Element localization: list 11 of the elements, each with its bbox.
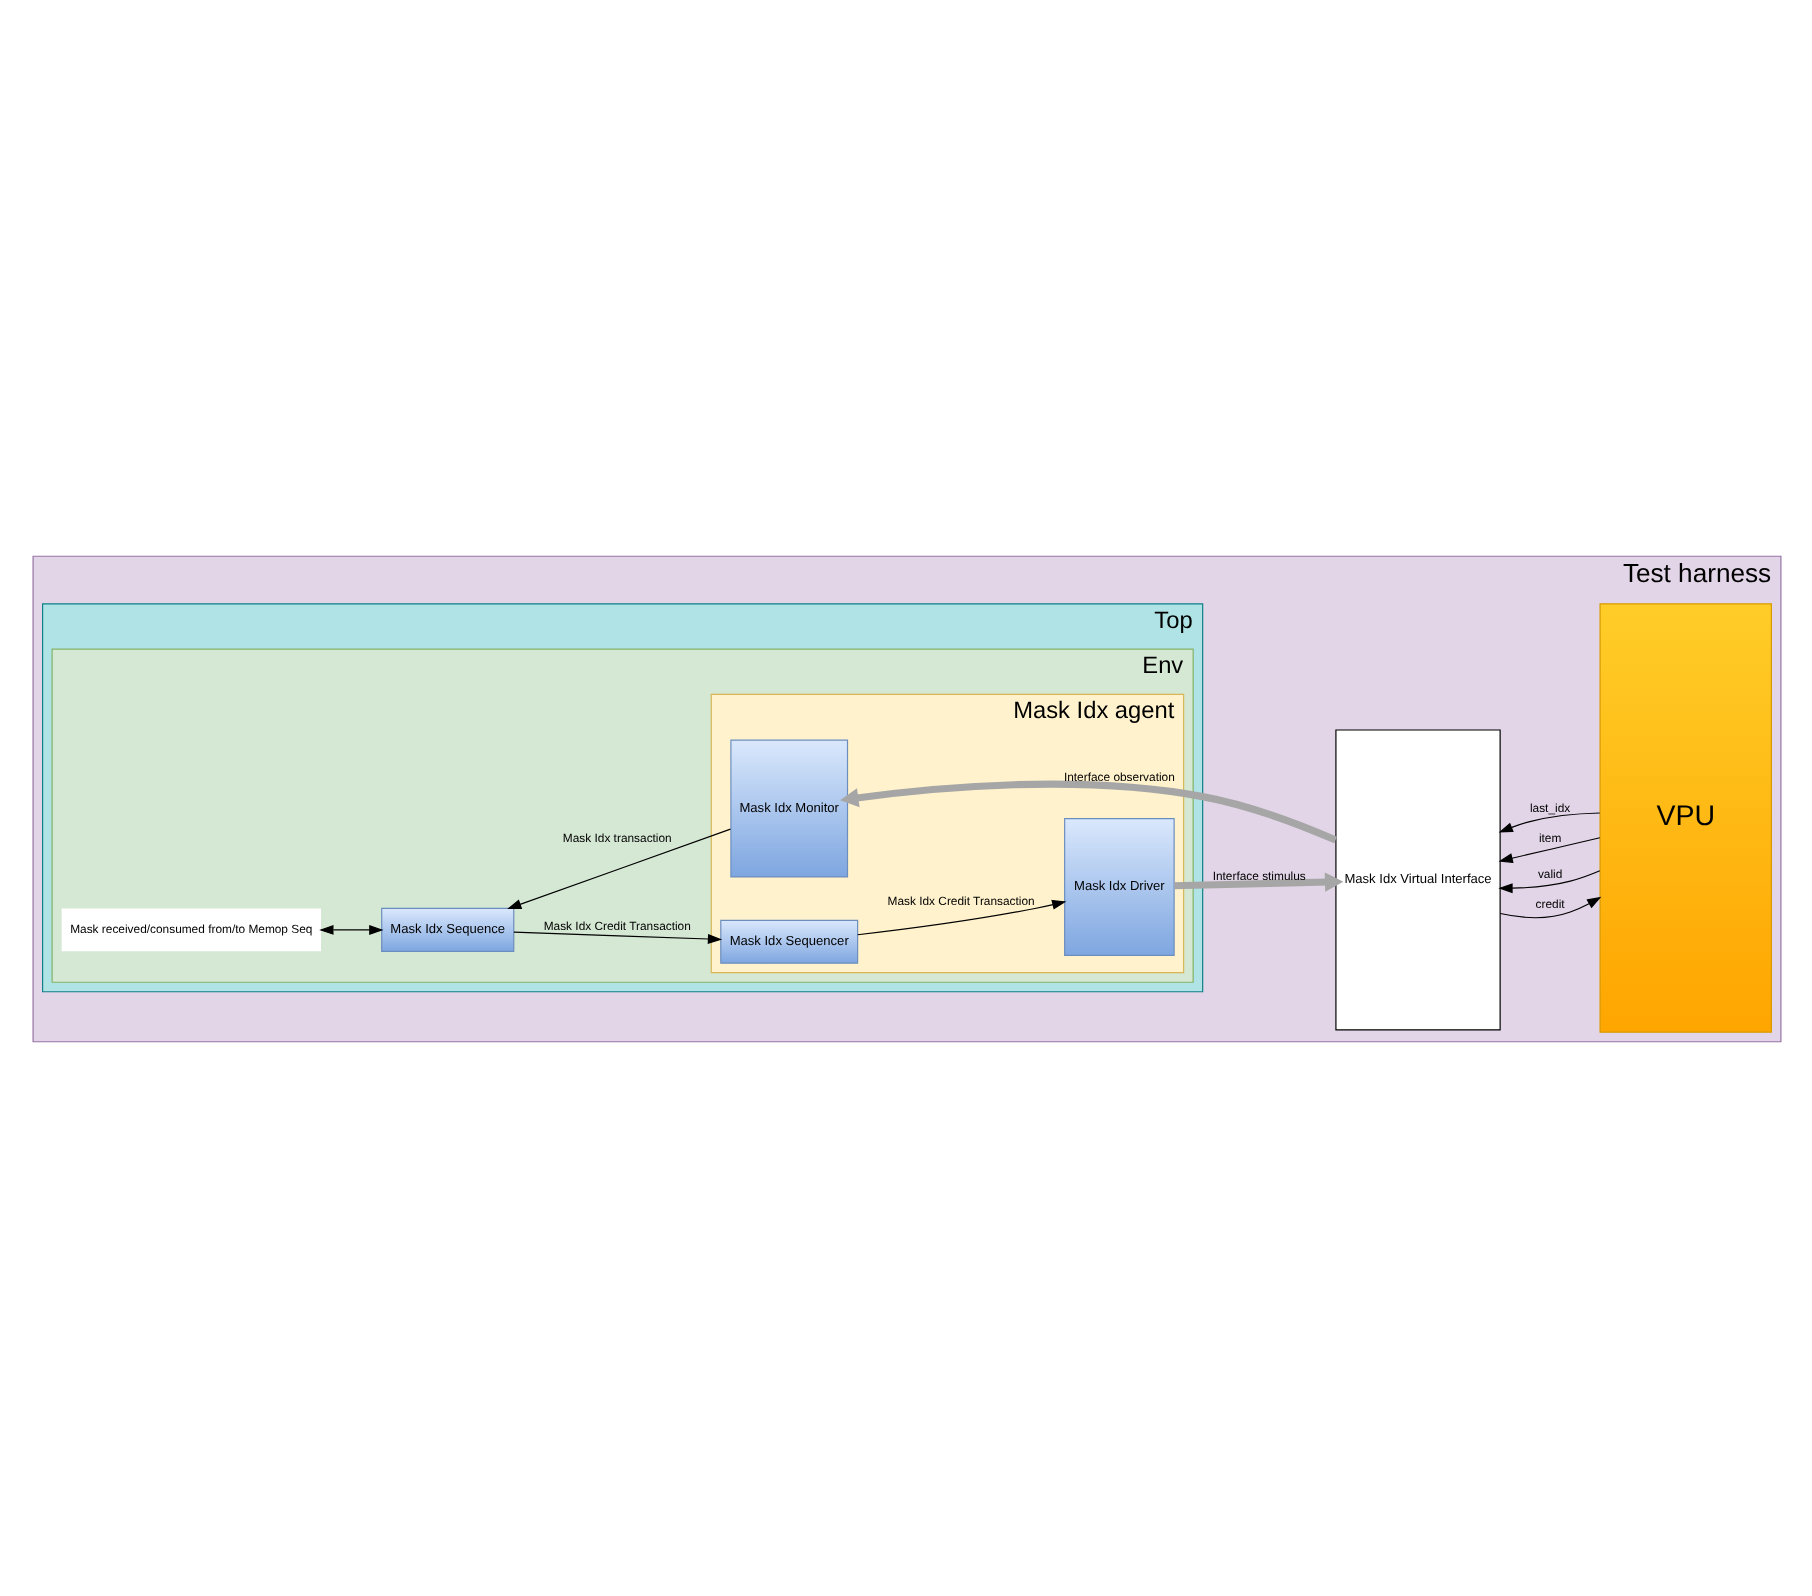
arrow bbox=[1173, 871, 1343, 891]
arrow bbox=[856, 898, 1066, 935]
arrow bbox=[318, 923, 383, 934]
arrow bbox=[506, 827, 731, 909]
node-box: VPU bbox=[1598, 602, 1771, 1032]
arrow bbox=[1497, 836, 1600, 863]
arrow bbox=[512, 930, 722, 943]
arrow bbox=[1497, 869, 1600, 893]
arrow bbox=[1497, 811, 1600, 832]
arrow bbox=[839, 779, 1336, 843]
arrow bbox=[1498, 895, 1601, 918]
